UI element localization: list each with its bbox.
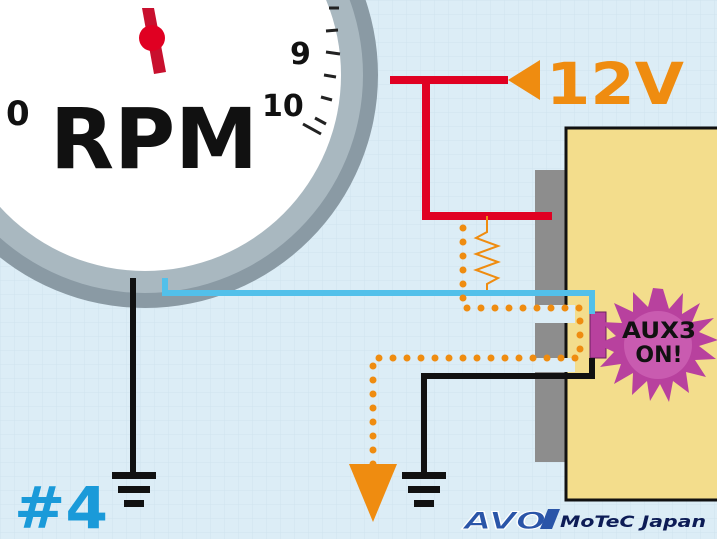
current-path-dotted — [369, 224, 584, 474]
gauge-face — [0, 0, 341, 271]
current-path-line — [369, 224, 584, 474]
tachometer-gauge: 9 10 0 RPM — [0, 0, 378, 308]
diagram-number: #4 — [14, 474, 108, 539]
current-path-arrow-icon — [349, 464, 397, 522]
starburst-core — [624, 311, 692, 379]
gauge-tick-label-10: 10 — [262, 89, 304, 124]
gauge-tick-label-9: 9 — [290, 37, 311, 72]
supply-wire-branch — [422, 80, 552, 220]
aux3-output-pin — [589, 311, 607, 359]
supply-arrow-icon — [508, 60, 540, 100]
resistor-symbol-icon — [473, 216, 501, 296]
gauge-tick-marks — [302, 6, 341, 136]
module-ground-circuit — [402, 358, 595, 507]
badge-label-aux3: AUX3 — [622, 319, 696, 344]
gauge-label-rpm: RPM — [50, 90, 258, 188]
brand-slash-icon — [540, 509, 560, 529]
aux3-status-badge: AUX3 ON! — [597, 288, 717, 402]
ground-symbol-icon — [112, 472, 156, 507]
gauge-needle — [139, 8, 166, 74]
ground-symbol-icon — [402, 472, 446, 507]
supply-circuit: 12V — [390, 50, 684, 220]
badge-label-on: ON! — [635, 343, 682, 368]
gauge-tick-label-0: 0 — [6, 94, 30, 134]
connector-gap — [535, 358, 575, 372]
gauge-tick — [325, 50, 341, 56]
signal-wire — [162, 278, 595, 314]
connector-gap — [535, 305, 575, 323]
gauge-tick — [302, 122, 322, 136]
gauge-ground-circuit — [112, 278, 156, 507]
brand-motec: MoTeC Japan — [560, 512, 706, 531]
supply-voltage-label: 12V — [546, 50, 684, 118]
module-ground-wire — [421, 358, 595, 474]
pullup-resistor — [473, 216, 501, 296]
gauge-tick — [320, 95, 333, 102]
gauge-tick — [314, 116, 327, 126]
brand-logo: AVO MoTeC Japan — [461, 507, 706, 536]
brand-avo: AVO — [461, 507, 546, 535]
gauge-tick — [325, 28, 339, 33]
gauge-tick — [323, 73, 337, 79]
